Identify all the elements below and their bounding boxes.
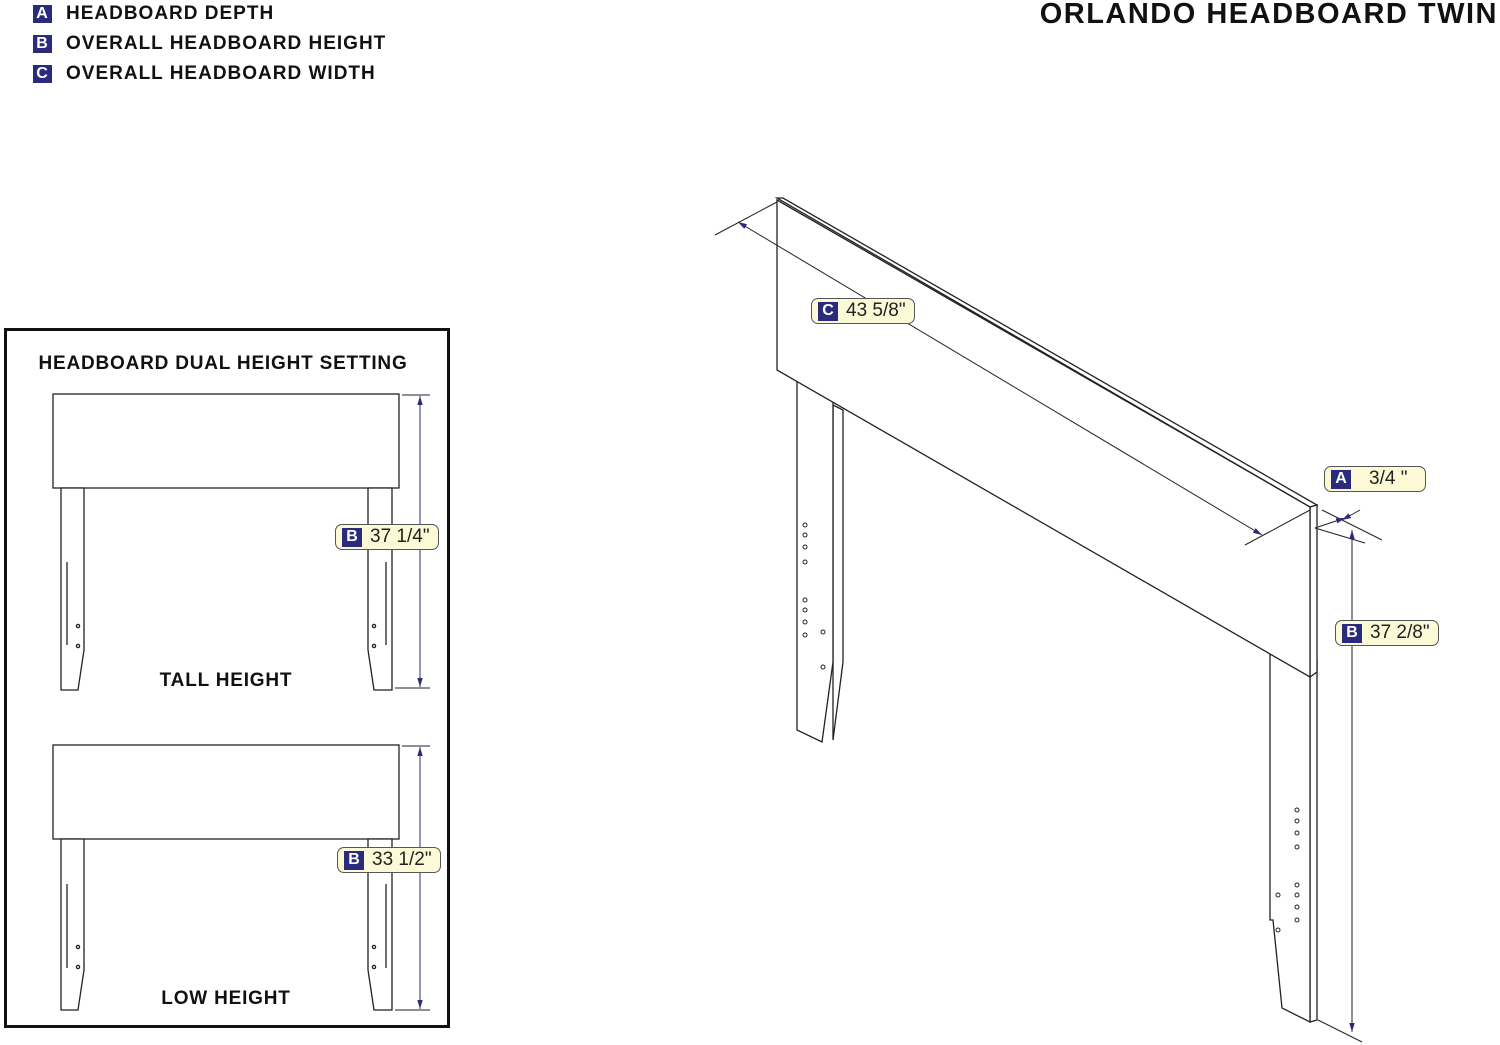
width-badge: C 43 5/8"	[811, 298, 915, 324]
legend-item-width: C OVERALL HEADBOARD WIDTH	[33, 63, 376, 85]
legend-letter: C	[33, 65, 52, 83]
low-headboard	[52, 744, 400, 1011]
badge-letter: B	[342, 527, 362, 547]
right-leg	[1269, 648, 1318, 1024]
legend-letter: A	[33, 5, 52, 23]
dimension-lines	[395, 201, 1383, 1043]
badge-value: 3/4 "	[1369, 468, 1408, 489]
low-height-badge: B 33 1/2"	[337, 847, 441, 873]
tall-height-label: TALL HEIGHT	[159, 670, 293, 691]
badge-letter: B	[1342, 623, 1362, 643]
badge-value: 37 2/8"	[1370, 622, 1430, 643]
tall-height-badge: B 37 1/4"	[335, 524, 439, 550]
legend-label: OVERALL HEADBOARD HEIGHT	[66, 33, 387, 54]
legend-label: OVERALL HEADBOARD WIDTH	[66, 63, 376, 84]
headboard-panel	[774, 197, 1319, 679]
legend-letter: B	[33, 35, 52, 53]
badge-value: 37 1/4"	[370, 526, 430, 547]
dual-height-title: HEADBOARD DUAL HEIGHT SETTING	[38, 353, 408, 374]
badge-letter: C	[818, 301, 838, 321]
legend-item-height: B OVERALL HEADBOARD HEIGHT	[33, 33, 386, 55]
low-height-label: LOW HEIGHT	[161, 988, 291, 1009]
tall-headboard	[52, 393, 400, 691]
legend-label: HEADBOARD DEPTH	[66, 3, 275, 24]
badge-letter: A	[1331, 469, 1351, 489]
depth-badge: A 3/4 "	[1324, 466, 1427, 492]
badge-value: 33 1/2"	[372, 849, 432, 870]
page-title: ORLANDO HEADBOARD TWIN	[1039, 0, 1498, 30]
badge-letter: B	[344, 850, 364, 870]
dual-height-frame	[4, 328, 450, 1028]
badge-value: 43 5/8"	[846, 300, 906, 321]
legend-item-depth: A HEADBOARD DEPTH	[33, 3, 274, 25]
height-badge: B 37 2/8"	[1335, 620, 1439, 646]
